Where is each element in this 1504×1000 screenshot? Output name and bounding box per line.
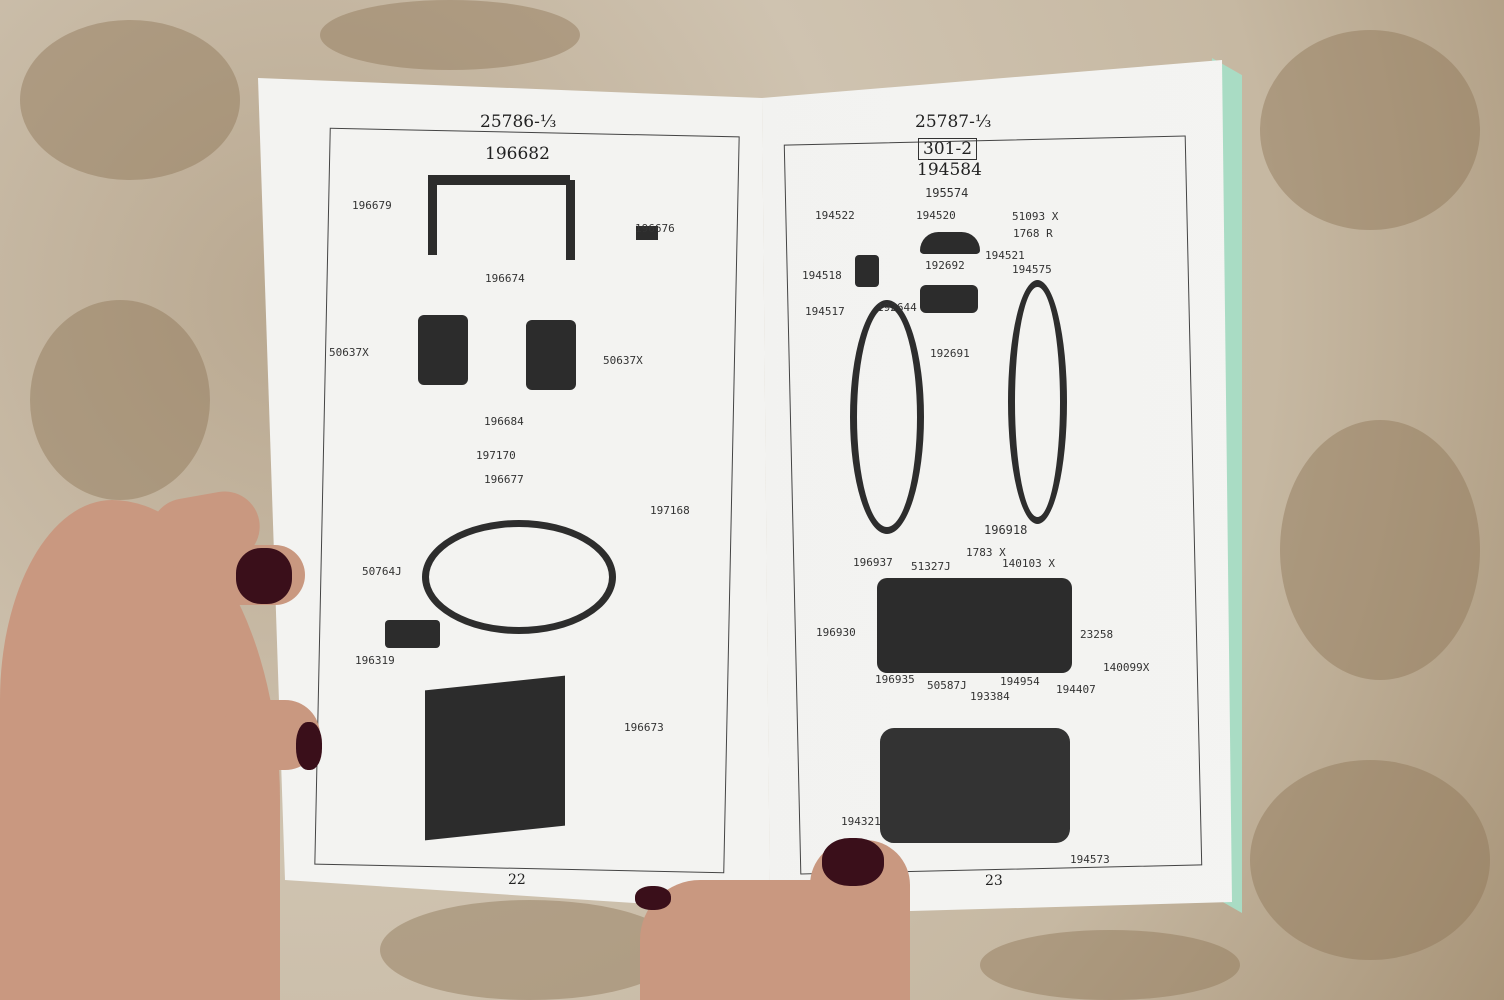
part-label: 51093 X xyxy=(1012,210,1059,223)
part-label: 194518 xyxy=(802,269,842,282)
fingernail xyxy=(822,838,884,886)
part-label: 50637X xyxy=(329,346,369,359)
part-label: 1768 R xyxy=(1013,227,1053,240)
fingernail xyxy=(236,548,292,604)
bracket-part xyxy=(428,175,437,255)
part-label: 192692 xyxy=(925,259,965,272)
part-label: 23258 xyxy=(1080,628,1114,641)
part-label: 196684 xyxy=(484,415,524,428)
part-label: 194407 xyxy=(1056,683,1096,696)
sub-assembly-number: 195574 xyxy=(925,186,969,200)
connector-part xyxy=(636,226,658,240)
fingernail xyxy=(635,886,671,910)
part-label: 197168 xyxy=(650,504,690,517)
fingernail xyxy=(296,722,322,770)
switch-part xyxy=(418,315,468,385)
left-catalog-number: 25786-⅓ xyxy=(480,112,557,132)
part-label: 196918 xyxy=(984,523,1028,537)
part-label: 197170 xyxy=(476,449,516,462)
part-label: 192644 xyxy=(877,301,917,314)
part-label: 50637X xyxy=(603,354,643,367)
part-label: 196677 xyxy=(484,473,524,486)
part-label: 192691 xyxy=(930,347,970,360)
part-label: 196935 xyxy=(875,673,915,686)
controller-cover-part xyxy=(880,728,1070,843)
plug-part xyxy=(385,620,440,648)
right-assembly-number: 194584 xyxy=(917,160,982,180)
part-label: 196930 xyxy=(816,626,856,639)
part-label: 194321 xyxy=(841,815,881,828)
right-catalog-number: 25787-⅓ xyxy=(915,112,992,132)
mounting-plate-part xyxy=(425,675,565,841)
part-label: 196674 xyxy=(485,272,525,285)
part-label: 140103 X xyxy=(1002,557,1055,570)
part-label: 194522 xyxy=(815,209,855,222)
part-label: 196937 xyxy=(853,556,893,569)
bracket-part xyxy=(566,180,575,260)
part-label: 51327J xyxy=(911,560,951,573)
switch-part xyxy=(526,320,576,390)
part-label: 194954 xyxy=(1000,675,1040,688)
terminal-block-part xyxy=(920,285,978,313)
plug-part xyxy=(855,255,879,287)
model-box: 301-2 xyxy=(918,138,978,160)
connector-part xyxy=(920,232,980,254)
part-label: 196679 xyxy=(352,199,392,212)
cord-coil xyxy=(1008,280,1067,524)
part-label: 194575 xyxy=(1012,263,1052,276)
part-label: 196319 xyxy=(355,654,395,667)
part-label: 1783 X xyxy=(966,546,1006,559)
bracket-part xyxy=(430,175,570,185)
part-label: 50764J xyxy=(362,565,402,578)
part-label: 194520 xyxy=(916,209,956,222)
part-label: 50587J xyxy=(927,679,967,692)
part-label: 140099X xyxy=(1103,661,1150,674)
cord-coil xyxy=(422,520,616,634)
part-label: 194521 xyxy=(985,249,1025,262)
left-page-number: 22 xyxy=(508,872,526,888)
control-box-part xyxy=(877,578,1072,673)
cord-coil xyxy=(850,300,924,534)
part-label: 193384 xyxy=(970,690,1010,703)
part-label: 196676 xyxy=(635,222,675,235)
right-page-number: 23 xyxy=(985,873,1003,889)
part-label: 196673 xyxy=(624,721,664,734)
part-label: 194517 xyxy=(805,305,845,318)
left-assembly-number: 196682 xyxy=(485,144,550,164)
part-label: 194573 xyxy=(1070,853,1110,866)
